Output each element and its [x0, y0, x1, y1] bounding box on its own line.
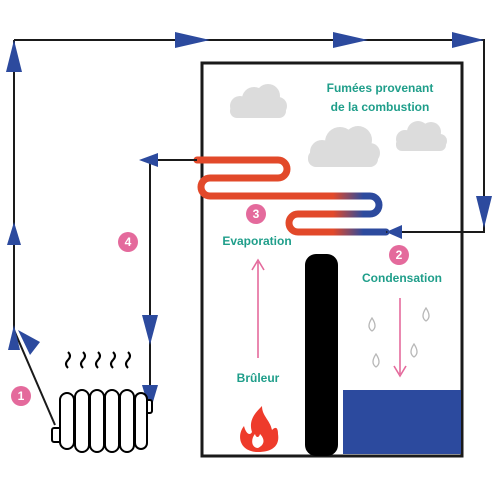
- burner-column: [305, 254, 338, 456]
- boiler-box: [200, 61, 464, 458]
- radiator-icon: [51, 389, 153, 453]
- step-number: 2: [396, 248, 403, 262]
- flame-icon: [240, 406, 279, 452]
- heat-exchanger-pipe: [193, 156, 390, 236]
- step-number: 1: [18, 389, 25, 403]
- cloud-icon: [396, 121, 447, 151]
- updraft-arrow-icon: [251, 258, 265, 358]
- fumes-label-line1: Fumées provenant: [327, 81, 434, 95]
- evaporation-label: Evaporation: [222, 234, 291, 248]
- heat-waves-icon: [65, 351, 131, 369]
- step-number: 3: [253, 207, 260, 221]
- water-drop-icon: [368, 306, 430, 368]
- flow-arrow-icon: [6, 32, 492, 412]
- fumes-label-line2: de la combustion: [331, 100, 430, 114]
- step-badge-1: 1: [11, 386, 31, 406]
- step-badge-4: 4: [118, 232, 138, 252]
- cloud-icon: [308, 126, 380, 167]
- condensation-label: Condensation: [362, 271, 442, 285]
- step-number: 4: [125, 235, 132, 249]
- cloud-icon: [230, 84, 287, 118]
- downflow-arrow-icon: [393, 298, 407, 378]
- step-badge-3: 3: [246, 204, 266, 224]
- water-tank: [343, 390, 461, 454]
- step-badge-2: 2: [389, 245, 409, 265]
- bruleur-label: Brûleur: [237, 371, 280, 385]
